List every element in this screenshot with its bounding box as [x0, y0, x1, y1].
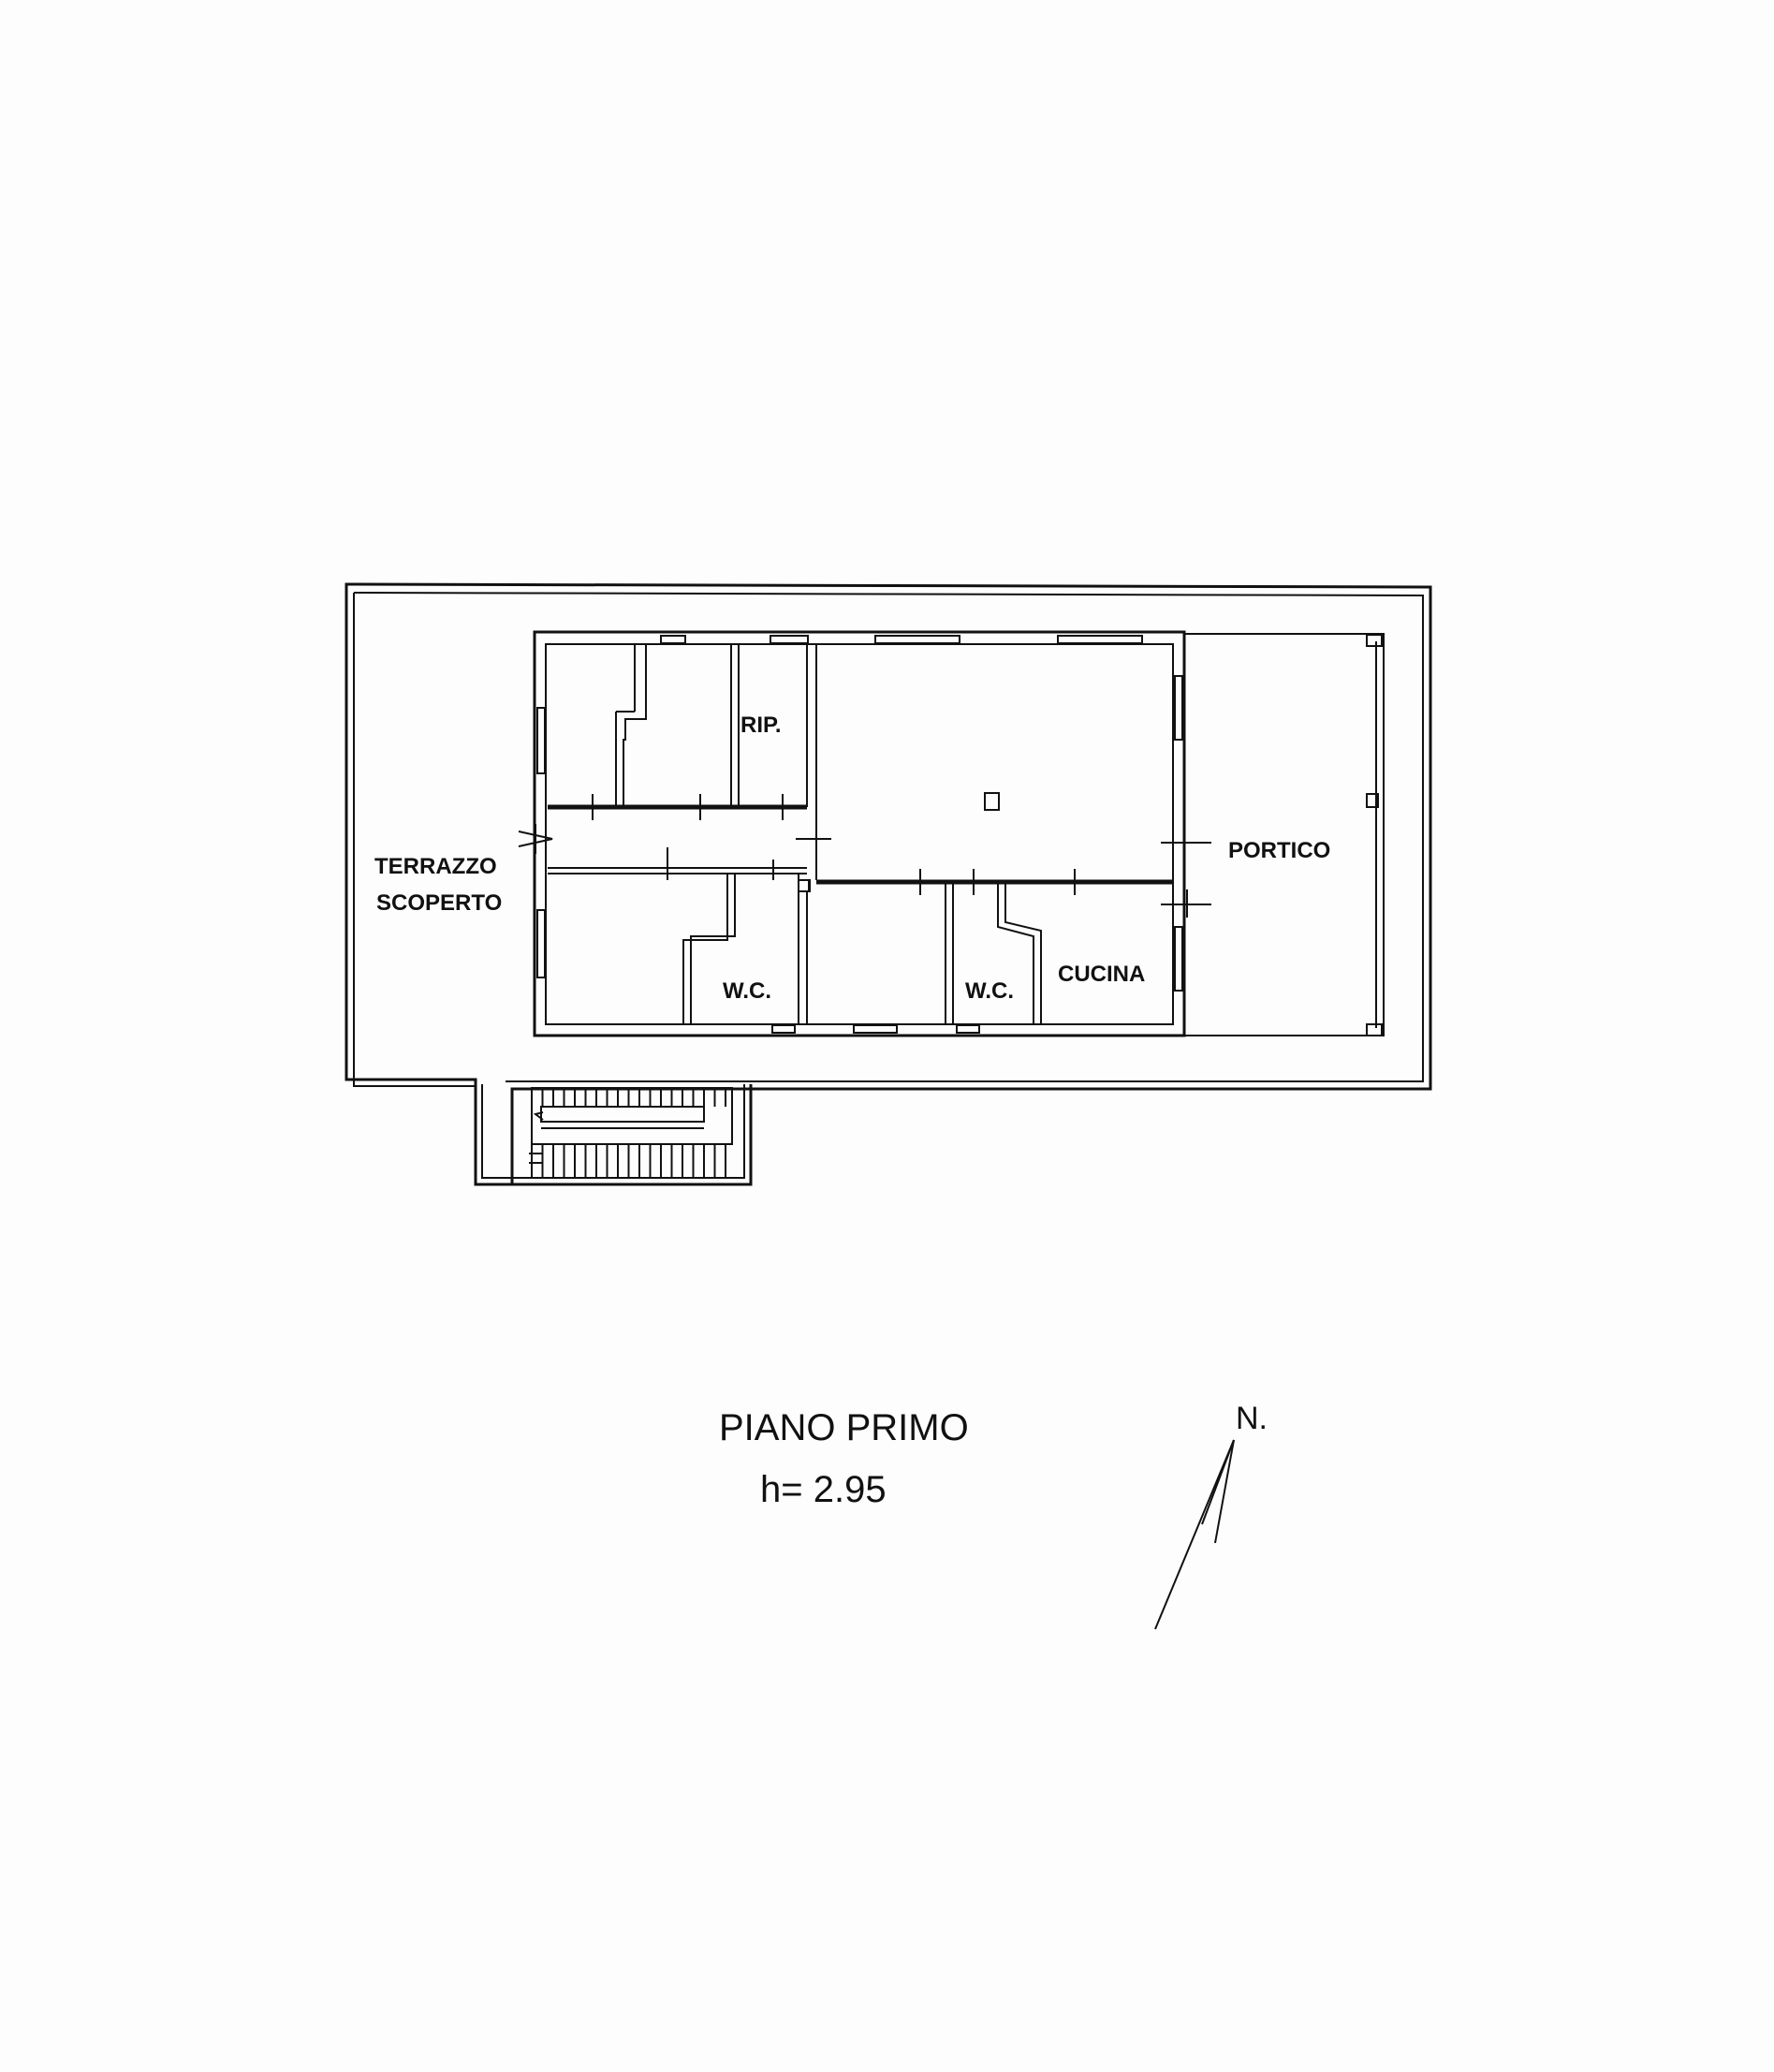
north-label: N.	[1236, 1401, 1268, 1436]
portico-label: PORTICO	[1228, 838, 1330, 863]
internal-walls	[548, 644, 1173, 1024]
floor-title: PIANO PRIMO	[719, 1407, 969, 1448]
ceiling-height: h= 2.95	[760, 1469, 887, 1510]
kitchen-label: CUCINA	[1058, 962, 1145, 987]
portico-outline	[1184, 633, 1385, 1036]
stair-treads	[531, 1088, 726, 1178]
wc-right-label: W.C.	[965, 978, 1014, 1004]
terrace-label-line2: SCOPERTO	[376, 890, 502, 916]
north-arrow: N.	[1154, 1401, 1268, 1630]
column-marker	[984, 792, 1000, 811]
door-marks	[518, 794, 1211, 918]
storage-label: RIP.	[740, 713, 782, 738]
windows	[536, 635, 1183, 1034]
terrace-label-line1: TERRAZZO	[374, 854, 497, 879]
wc-left-label: W.C.	[723, 978, 771, 1004]
staircase	[474, 1084, 753, 1186]
